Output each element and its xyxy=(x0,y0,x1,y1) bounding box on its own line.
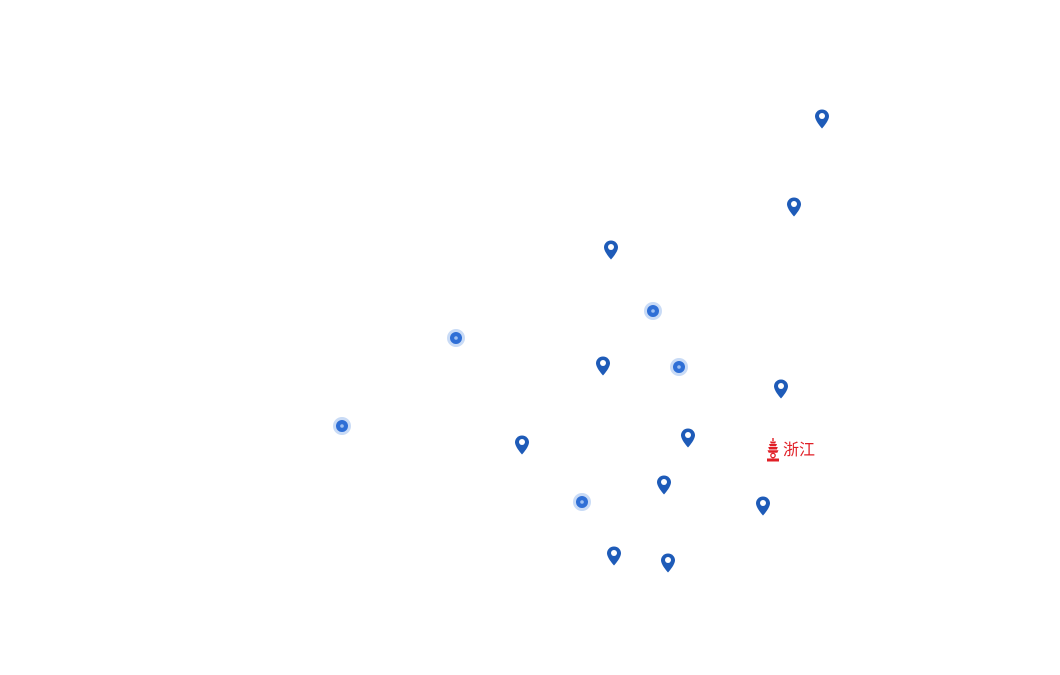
pagoda-icon xyxy=(767,438,779,462)
location-dot-icon xyxy=(573,493,591,511)
location-pin-marker[interactable] xyxy=(680,428,696,448)
location-dot-icon xyxy=(644,302,662,320)
map-pin-icon xyxy=(787,197,801,217)
province-label-zhejiang[interactable]: 浙江 xyxy=(766,438,815,462)
location-pin-marker[interactable] xyxy=(606,546,622,566)
location-dot-icon xyxy=(670,358,688,376)
poi-dot-marker[interactable] xyxy=(446,328,466,348)
map-pin-icon xyxy=(661,553,675,573)
poi-dot-marker[interactable] xyxy=(669,357,689,377)
location-pin-marker[interactable] xyxy=(755,496,771,516)
map-pin-icon xyxy=(756,496,770,516)
map-pin-icon xyxy=(681,428,695,448)
poi-dot-marker[interactable] xyxy=(332,416,352,436)
map-pin-icon xyxy=(596,356,610,376)
location-pin-marker[interactable] xyxy=(786,197,802,217)
map-pin-icon xyxy=(515,435,529,455)
map-pin-icon xyxy=(604,240,618,260)
location-pin-marker[interactable] xyxy=(603,240,619,260)
location-pin-marker[interactable] xyxy=(773,379,789,399)
map-pin-icon xyxy=(774,379,788,399)
location-pin-marker[interactable] xyxy=(514,435,530,455)
poi-dot-marker[interactable] xyxy=(572,492,592,512)
location-pin-marker[interactable] xyxy=(595,356,611,376)
poi-dot-marker[interactable] xyxy=(643,301,663,321)
map-pin-icon xyxy=(815,109,829,129)
map-pin-icon xyxy=(657,475,671,495)
province-label-text: 浙江 xyxy=(783,440,816,459)
location-pin-marker[interactable] xyxy=(814,109,830,129)
location-pin-marker[interactable] xyxy=(656,475,672,495)
map-pin-icon xyxy=(607,546,621,566)
location-pin-marker[interactable] xyxy=(660,553,676,573)
location-dot-icon xyxy=(447,329,465,347)
location-dot-icon xyxy=(333,417,351,435)
